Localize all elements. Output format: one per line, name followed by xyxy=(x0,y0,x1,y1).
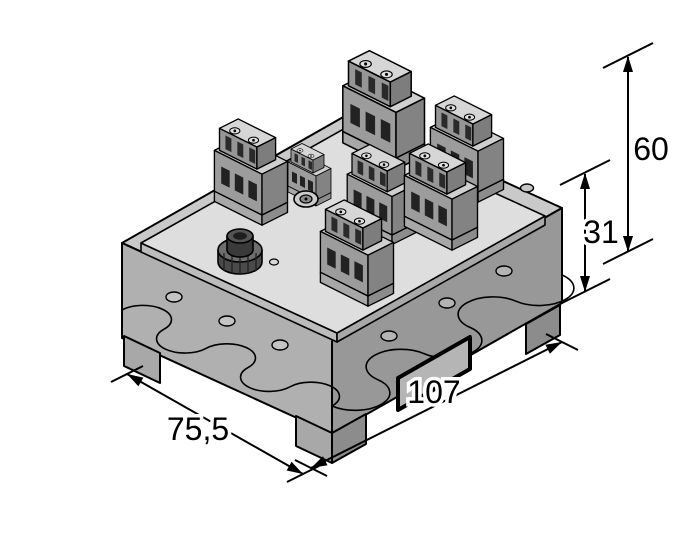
dimensions: 60 31 107 75,5 xyxy=(110,42,672,483)
dimension-label-length: 107 xyxy=(407,374,460,410)
dimension-length: 107 xyxy=(294,333,579,477)
arrowhead-down xyxy=(580,276,590,292)
round-adjuster xyxy=(293,190,319,208)
mounting-hole xyxy=(165,291,183,303)
din-rail-clip xyxy=(396,335,472,412)
foot-right xyxy=(525,304,561,355)
mounting-hole xyxy=(495,265,513,277)
gland-opening xyxy=(233,232,247,240)
foot-front-right xyxy=(331,413,367,464)
arrowhead-right xyxy=(286,461,303,474)
cable-gland xyxy=(217,228,280,275)
mounting-hole xyxy=(218,315,236,327)
arrowhead-left xyxy=(127,374,144,387)
foot-left xyxy=(123,335,161,384)
dimension-line xyxy=(310,341,563,469)
mounting-hole xyxy=(380,330,398,342)
arrowhead-up xyxy=(623,56,633,72)
arrowhead-up xyxy=(580,173,590,189)
plate-components xyxy=(213,49,505,307)
extension-tick xyxy=(559,159,611,186)
wave-contour-right xyxy=(331,274,575,412)
dimension-line xyxy=(126,373,304,475)
dimension-base-height: 31 xyxy=(559,159,622,305)
extension-tick xyxy=(602,42,654,69)
adjuster-dot xyxy=(304,197,308,201)
arrowhead-left xyxy=(311,456,328,468)
small-hole xyxy=(268,258,280,266)
arrowhead-right xyxy=(545,342,562,354)
plate-hole xyxy=(519,183,535,193)
dimension-width: 75,5 xyxy=(110,365,320,483)
dimension-label-base-height: 31 xyxy=(583,214,619,250)
dimension-label-width: 75,5 xyxy=(167,411,229,447)
gland-knurl-lines xyxy=(223,253,257,275)
arrowhead-down xyxy=(623,236,633,252)
dimension-label-total-height: 60 xyxy=(633,131,669,167)
mounting-hole xyxy=(438,297,456,309)
dimension-total-height: 60 xyxy=(602,42,672,265)
mounting-hole xyxy=(271,339,289,351)
wave-contour-left xyxy=(121,304,341,407)
